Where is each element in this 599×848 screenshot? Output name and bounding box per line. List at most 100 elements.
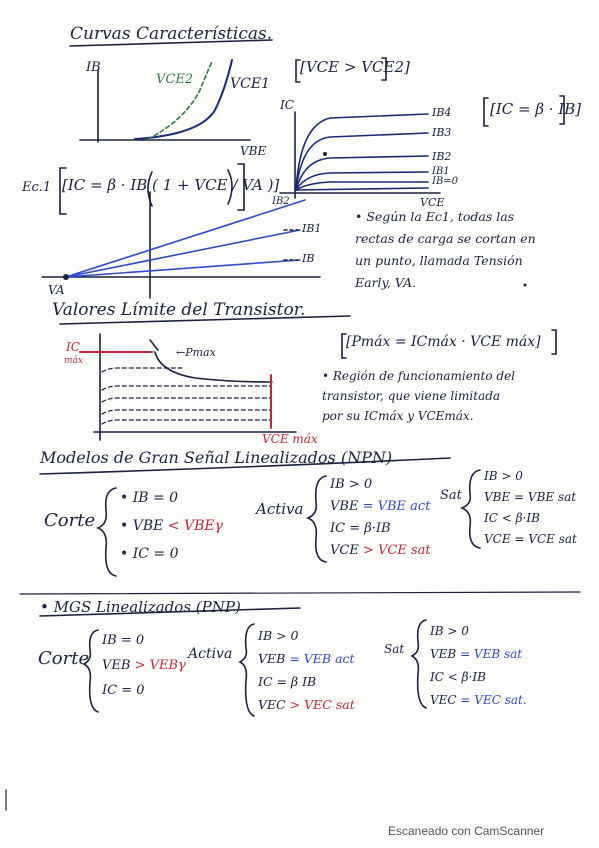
lim-curve-4 [101,409,271,415]
pnp-sat-item: VEB = VEB sat [430,643,527,666]
npn-corte-label: Corte [44,510,96,531]
pnp-activa-item: VEB = VEB act [258,647,355,670]
npn-sat-label: Sat [440,488,462,503]
pnp-sat-item-text: VEB [430,647,461,661]
title3-underline [39,457,451,475]
npn-sat-item: IB > 0 [484,469,523,483]
pnp-activa-item: IC = β IB [258,670,355,693]
pnp-sat-item: IB > 0 [430,620,527,643]
vce1-label: VCE1 [230,76,270,92]
pnp-activa-item: IB > 0 [258,624,355,647]
pnp-activa-list: IB > 0 VEB = VEB act IC = β IB VEC > VEC… [258,624,355,716]
pnp-corte-brace [82,629,99,713]
npn-activa-item: IB > 0 [330,474,431,496]
dot-1 [323,152,327,156]
title1-underline [69,39,273,47]
pmax-bracket-l [341,333,347,359]
pnp-activa-item-text: VEC [258,697,290,712]
vce1-curve [134,59,233,140]
pnp-sat-item-text: IC < β·IB [430,670,486,684]
vce-condition: [VCE > VCE2] [300,58,410,76]
lim-curve-5 [101,419,271,425]
npn-corte-item-highlight: < VBEγ [167,518,223,534]
npn-corte-brace [95,487,117,577]
limits-note: • Región de funcionamiento del transisto… [322,366,515,426]
vce2-curve [147,61,213,140]
curve-ib0 [295,181,429,191]
pnp-activa-item-highlight: > VEC sat [289,697,355,712]
pnp-corte-item-text: VEB [102,658,135,673]
dot-2 [523,283,527,287]
lim-curve-2 [101,385,271,391]
cond-bracket-r [381,57,387,81]
limits-note-line-3: por su ICmáx y VCEmáx. [322,409,474,423]
pnp-corte-item-text: IB = 0 [102,633,145,648]
eq-bracket-l [59,167,67,215]
paren-l [147,171,153,207]
pnp-sat-item: VEC = VEC sat. [430,689,527,712]
npn-corte-item: • IB = 0 [120,484,223,512]
section2-title: Valores Límite del Transistor. [52,300,306,320]
icb-bracket-r [559,95,565,125]
title2-underline [59,315,351,325]
pnp-sat-list: IB > 0 VEB = VEB sat IC < β·IB VEC = VEC… [430,620,527,712]
curve-base [295,187,429,191]
section4-title: • MGS Linealizados (PNP) [40,598,241,616]
cond-bracket-l [295,59,301,83]
npn-activa-item-text: VCE [330,543,363,558]
ib1-early-label: IB1 [302,222,322,235]
separator [19,591,581,595]
npn-activa-item-text: IB > 0 [330,477,373,492]
limits-note-line-1: • Región de funcionamiento del [322,369,516,383]
icb-bracket-l [483,97,489,127]
pmax-formula: [Pmáx = ICmáx · VCE máx] [346,334,541,350]
pnp-corte-item: IC = 0 [102,678,186,703]
pnp-activa-item-text: VEB [258,651,290,666]
early-note-line-4: Early, VA. [355,275,417,290]
npn-corte-item-text: • IC = 0 [120,546,179,562]
early-line-ib1 [65,229,301,278]
pnp-activa-brace [238,623,255,717]
paren-r [227,169,233,205]
vbe-axis-label: VBE [240,144,267,158]
pnp-activa-item: VEC > VEC sat [258,693,355,716]
curve-ib4 [295,113,429,191]
ib-early-label: IB [302,252,315,265]
npn-activa-item: IC = β·IB [330,518,431,540]
pmax-tick [149,339,159,351]
npn-sat-item: VCE = VCE sat [484,532,577,546]
section3-title: Modelos de Gran Señal Linealizados (NPN) [40,448,393,467]
pnp-corte-item-text: IC = 0 [102,683,145,698]
pnp-sat-item: IC < β·IB [430,666,527,689]
ib-axis-label: IB [86,60,101,75]
pnp-corte-item: IB = 0 [102,628,186,653]
pmax-label: ←Pmax [176,346,216,359]
vce2-label: VCE2 [156,72,194,87]
pmax-curve [154,351,273,383]
ib1-label: IB1 [432,166,450,177]
lim-curve-1 [101,367,183,373]
npn-corte-item-text: • IB = 0 [120,490,179,506]
npn-corte-list: • IB = 0 • VBE < VBEγ • IC = 0 [120,484,223,568]
early-note-line-1: • Según la Ec1, todas las [355,209,515,224]
npn-activa-item-highlight: > VCE sat [362,543,431,558]
npn-activa-item-text: IC = β·IB [330,521,391,536]
pnp-corte-item: VEB > VEBγ [102,653,186,678]
curve-ib3 [295,132,429,191]
early-line-ib [65,259,301,278]
pnp-activa-item-text: IC = β IB [258,674,317,689]
pnp-activa-label: Activa [188,646,233,662]
pnp-sat-item-text: VEC [430,693,461,707]
npn-activa-item: VCE > VCE sat [330,540,431,562]
ib2-early-label: IB2 [272,196,290,207]
npn-corte-item: • VBE < VBEγ [120,512,223,540]
early-point [63,274,69,280]
icmax-sub-label: máx [64,356,83,366]
npn-activa-list: IB > 0 VBE = VBE act IC = β·IB VCE > VCE… [330,474,431,562]
pnp-sat-item-highlight: = VEB sat [460,647,523,661]
pnp-sat-item-highlight: = VEC sat. [460,693,527,707]
npn-sat-list: IB > 0 VBE = VBE sat IC < β·IB VCE = VCE… [484,466,577,550]
pmax-bracket-r [551,329,557,355]
